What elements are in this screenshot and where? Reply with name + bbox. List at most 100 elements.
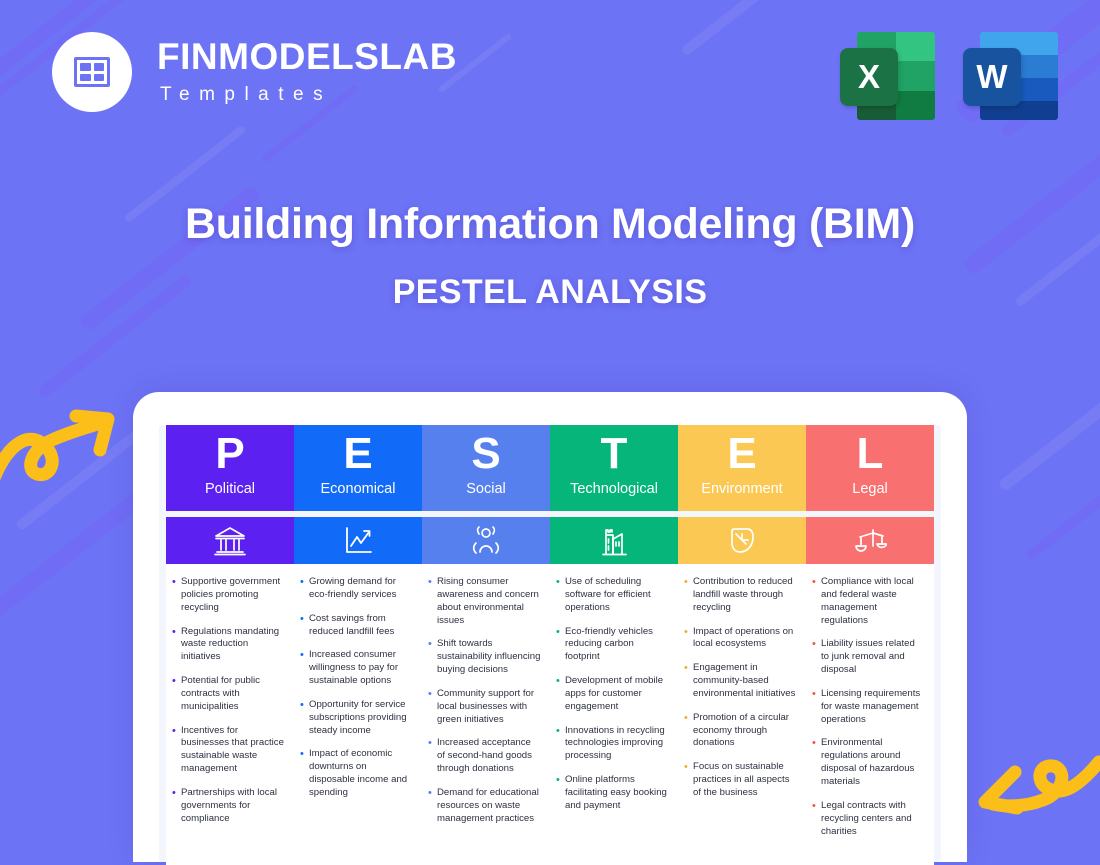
bullet-dot: • — [812, 799, 816, 812]
list-item: •Online platforms facilitating easy book… — [556, 774, 669, 813]
list-item: •Environmental regulations around dispos… — [812, 737, 925, 788]
bullet-dot: • — [428, 737, 432, 750]
header-cell-economical[interactable]: E Economical — [294, 425, 422, 511]
list-item: •Partnerships with local governments for… — [172, 787, 285, 826]
list-item: • Contribution to reduced landfill waste… — [684, 576, 797, 615]
pestel-column-economical: E Economical — [294, 425, 422, 511]
category-economical: Economical — [320, 480, 396, 497]
list-item: •Use of scheduling software for efficien… — [556, 576, 669, 615]
header-cell-technological[interactable]: T Technological — [550, 425, 678, 511]
bullet-text: Engagement in community-based environmen… — [693, 662, 796, 699]
excel-icon[interactable]: X — [840, 28, 935, 123]
category-legal: Legal — [852, 480, 888, 497]
bullet-dot: • — [172, 625, 176, 638]
bullet-text: Cost savings from reduced landfill fees — [309, 612, 395, 637]
people-group-icon — [469, 525, 503, 556]
bullet-text: Promotion of a circular economy through … — [693, 711, 789, 749]
bullet-dot: • — [684, 625, 688, 638]
bullet-dot: • — [684, 576, 688, 588]
bullet-dot: • — [684, 711, 688, 724]
bullet-text: Innovations in recycling technologies im… — [565, 724, 665, 762]
bullet-text: Development of mobile apps for customer … — [565, 675, 664, 712]
bullet-dot: • — [428, 786, 432, 799]
bullet-text: Impact of operations on local ecosystems — [693, 625, 794, 650]
brand-tagline: Templates — [160, 84, 333, 105]
bullet-text: Incentives for businesses that practice … — [181, 724, 284, 775]
list-item: •Community support for local businesses … — [428, 688, 541, 727]
bullet-dot: • — [300, 576, 304, 588]
pestel-table: P Political E Economical S Social — [166, 425, 934, 865]
pestel-column-environment: E Environment — [678, 425, 806, 511]
bullet-dot: • — [812, 687, 816, 700]
header-cell-social[interactable]: S Social — [422, 425, 550, 511]
icon-cell-economical — [294, 517, 422, 564]
bullet-dot: • — [172, 724, 176, 737]
list-item: •Liability issues related to junk remova… — [812, 638, 925, 677]
icon-cell-technological — [550, 517, 678, 564]
bullet-list-social: •Rising consumer awareness and concern a… — [428, 576, 541, 826]
bullet-dot: • — [172, 675, 176, 688]
bullet-text: Use of scheduling software for efficient… — [565, 576, 651, 613]
content-cell-legal: • Compliance with local and federal waste… — [806, 564, 934, 865]
bullet-dot: • — [300, 612, 304, 625]
bullet-text: Increased consumer willingness to pay fo… — [309, 649, 399, 687]
pestel-column-political: P Political — [166, 425, 294, 511]
category-environment: Environment — [701, 480, 783, 497]
brand-name-part2: DELSLAB — [278, 36, 457, 77]
bullet-text: Impact of economic downturns on disposab… — [309, 748, 408, 798]
factory-building-icon — [598, 525, 630, 557]
pestel-icon-row — [166, 517, 934, 564]
bullet-text: Increased acceptance of second-hand good… — [437, 737, 532, 775]
leaf-shield-icon — [726, 525, 758, 557]
bullet-text: Eco-friendly vehicles reducing carbon fo… — [565, 625, 653, 663]
page-subtitle: PESTEL ANALYSIS — [392, 273, 708, 311]
bullet-list-technological: • Use of scheduling software for efficien… — [556, 576, 669, 813]
content-cell-political: • Supportive government policies promoti… — [166, 564, 294, 853]
bullet-dot: • — [428, 576, 432, 588]
bullet-text: Compliance with local and federal waste … — [821, 576, 914, 626]
header-cell-legal[interactable]: L Legal — [806, 425, 934, 511]
bullet-text: Potential for public contracts with muni… — [181, 675, 260, 712]
bullet-dot: • — [428, 638, 432, 651]
bullet-text: Contribution to reduced landfill waste t… — [693, 576, 793, 613]
bullet-list-environment: • Contribution to reduced landfill waste… — [684, 576, 797, 800]
bullet-dot: • — [684, 761, 688, 774]
list-item: • Incentives for businesses that practice… — [172, 725, 285, 776]
brand-text: FINMODELSLAB Templates — [157, 38, 457, 106]
word-icon[interactable]: W — [963, 28, 1058, 123]
letter-p: P — [215, 429, 245, 478]
bullet-text: Shift towards sustainability influencing… — [437, 638, 541, 676]
bullet-dot: • — [684, 662, 688, 675]
list-item: • Engagement in community-based environme… — [684, 662, 797, 701]
letter-l: L — [856, 429, 884, 478]
list-item: • Innovations in recycling technologies i… — [556, 725, 669, 764]
icon-cell-environment — [678, 517, 806, 564]
icon-cell-political — [166, 517, 294, 564]
bullet-text: Focus on sustainable practices in all as… — [693, 761, 790, 798]
pestel-column-social: S Social — [422, 425, 550, 511]
list-item: •Eco-friendly vehicles reducing carbon f… — [556, 626, 669, 665]
bullet-text: Community support for local businesses w… — [437, 687, 535, 725]
bullet-text: Online platforms facilitating easy booki… — [565, 774, 667, 811]
bullet-text: Growing demand for eco-friendly services — [309, 576, 397, 600]
bullet-text: Regulations mandating waste reduction in… — [181, 625, 280, 663]
list-item: •Opportunity for service subscriptions p… — [300, 699, 413, 738]
icon-cell-legal — [806, 517, 934, 564]
grid-squares-icon — [74, 57, 110, 87]
header-cell-political[interactable]: P Political — [166, 425, 294, 511]
pestel-column-legal: L Legal — [806, 425, 934, 511]
list-item: • Regulations mandating waste reduction i… — [172, 626, 285, 665]
list-item: • Cost savings from reduced landfill fees — [300, 613, 413, 639]
header-cell-environment[interactable]: E Environment — [678, 425, 806, 511]
bullet-list-political: • Supportive government policies promoti… — [172, 576, 285, 826]
brand-name: FINMODELSLAB — [157, 38, 457, 75]
bullet-dot: • — [812, 638, 816, 651]
bullet-dot: • — [556, 724, 560, 737]
pestel-content-row: • Supportive government policies promoti… — [166, 564, 934, 865]
bullet-text: Demand for educational resources on wast… — [437, 786, 539, 824]
bullet-text: Opportunity for service subscriptions pr… — [309, 698, 407, 736]
brand-logo[interactable]: FINMODELSLAB Templates — [52, 32, 457, 112]
arrow-down-left-squiggle — [967, 752, 1100, 849]
bullet-dot: • — [556, 675, 560, 688]
list-item: • Supportive government policies promoti… — [172, 576, 285, 615]
